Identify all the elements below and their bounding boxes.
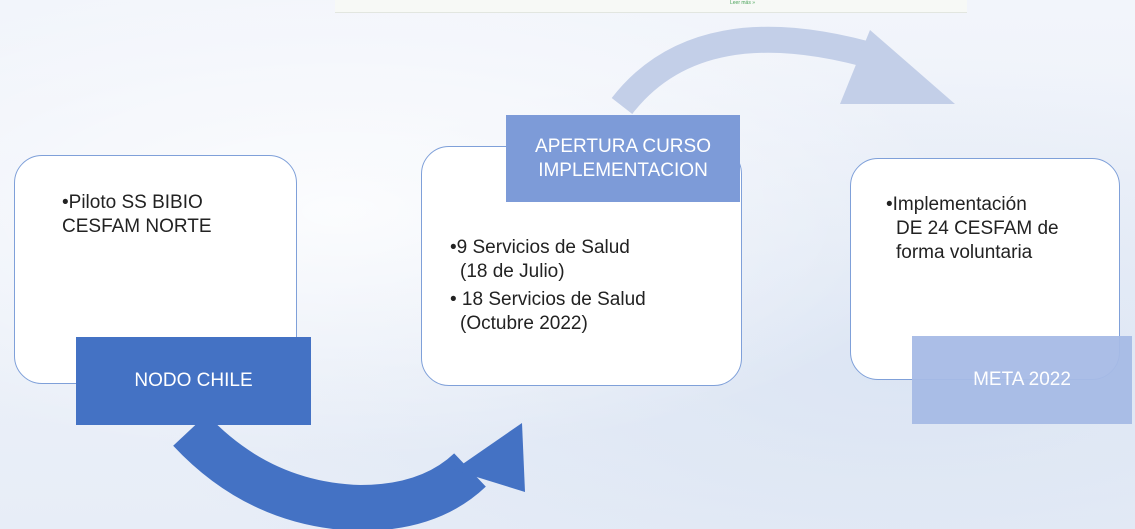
bullet-text: (Octubre 2022) — [460, 313, 588, 334]
curved-arrow-dark — [173, 414, 525, 529]
read-more-link[interactable]: Leer más » — [730, 0, 756, 6]
curved-arrow-light — [611, 26, 955, 115]
stage-1-bullets: •Piloto SS BIBIO CESFAM NORTE — [62, 191, 282, 239]
screenshot-strip: Leer más » — [335, 0, 967, 13]
stage-label-text: META 2022 — [973, 369, 1071, 390]
bullet-text: •Implementación — [886, 194, 1027, 215]
bullet-text: • 18 Servicios de Salud — [450, 289, 646, 310]
stage-label-text: APERTURA CURSO IMPLEMENTACION — [535, 135, 711, 181]
bullet-text: DE 24 CESFAM de — [896, 218, 1059, 239]
stage-label-nodo-chile: NODO CHILE — [76, 337, 311, 425]
stage-label-text: NODO CHILE — [134, 370, 253, 391]
stage-3-bullets: •Implementación DE 24 CESFAM de forma vo… — [886, 193, 1106, 265]
stage-label-meta-2022: META 2022 — [912, 336, 1132, 424]
bullet-text: •Piloto SS BIBIO CESFAM NORTE — [62, 192, 212, 237]
stage-2-bullets: •9 Servicios de Salud (18 de Julio) • 18… — [450, 236, 730, 336]
bullet-text: •9 Servicios de Salud — [450, 237, 630, 258]
stage-label-apertura-curso: APERTURA CURSO IMPLEMENTACION — [506, 115, 740, 202]
bullet-text: (18 de Julio) — [460, 261, 565, 282]
bullet-text: forma voluntaria — [896, 242, 1033, 263]
